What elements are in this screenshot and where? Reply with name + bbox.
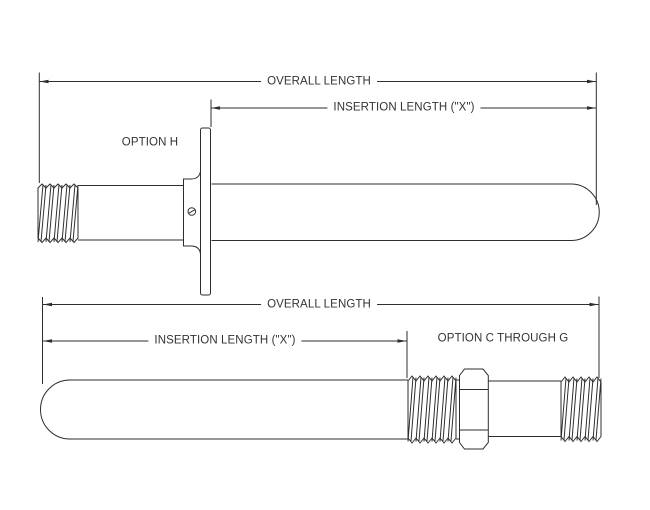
set-screw-slot <box>189 210 195 214</box>
dimension-label-insertion-length-bottom: INSERTION LENGTH ("X") <box>148 334 302 347</box>
dimension-label-overall-length-top: OVERALL LENGTH <box>261 75 377 88</box>
extension-lines <box>39 73 596 206</box>
hex-facet-lines <box>460 390 489 431</box>
probe-tube <box>41 380 409 439</box>
dimension-arrow <box>589 302 599 307</box>
dimension-arrow <box>211 106 220 110</box>
dimension-label-overall-length-bottom: OVERALL LENGTH <box>261 298 377 311</box>
shaft-outline <box>78 186 184 241</box>
flange-plate <box>201 128 211 295</box>
dimension-arrow <box>43 302 52 307</box>
option-h-label: OPTION H <box>121 136 179 148</box>
dimension-label-insertion-length-top: INSERTION LENGTH ("X") <box>327 101 481 114</box>
shaft-outline <box>488 381 561 437</box>
thread-hatching <box>561 378 601 441</box>
thread-hatching <box>38 185 78 243</box>
option-c-through-g-label: OPTION C THROUGH G <box>437 332 569 345</box>
thread-runout <box>456 380 460 439</box>
dimension-arrow <box>397 339 407 343</box>
dimension-arrow <box>587 79 596 84</box>
hex-fitting <box>460 369 489 449</box>
dimension-arrow <box>39 79 49 84</box>
thread-hatching <box>408 377 456 442</box>
dimension-arrow <box>43 339 52 343</box>
probe-tube <box>212 184 600 241</box>
probe-drawing-option-c-through-g <box>41 297 602 450</box>
extension-lines <box>43 297 600 385</box>
collar-outline <box>184 171 201 254</box>
probe-drawing-option-h <box>38 73 599 296</box>
dimension-arrow <box>587 106 596 110</box>
